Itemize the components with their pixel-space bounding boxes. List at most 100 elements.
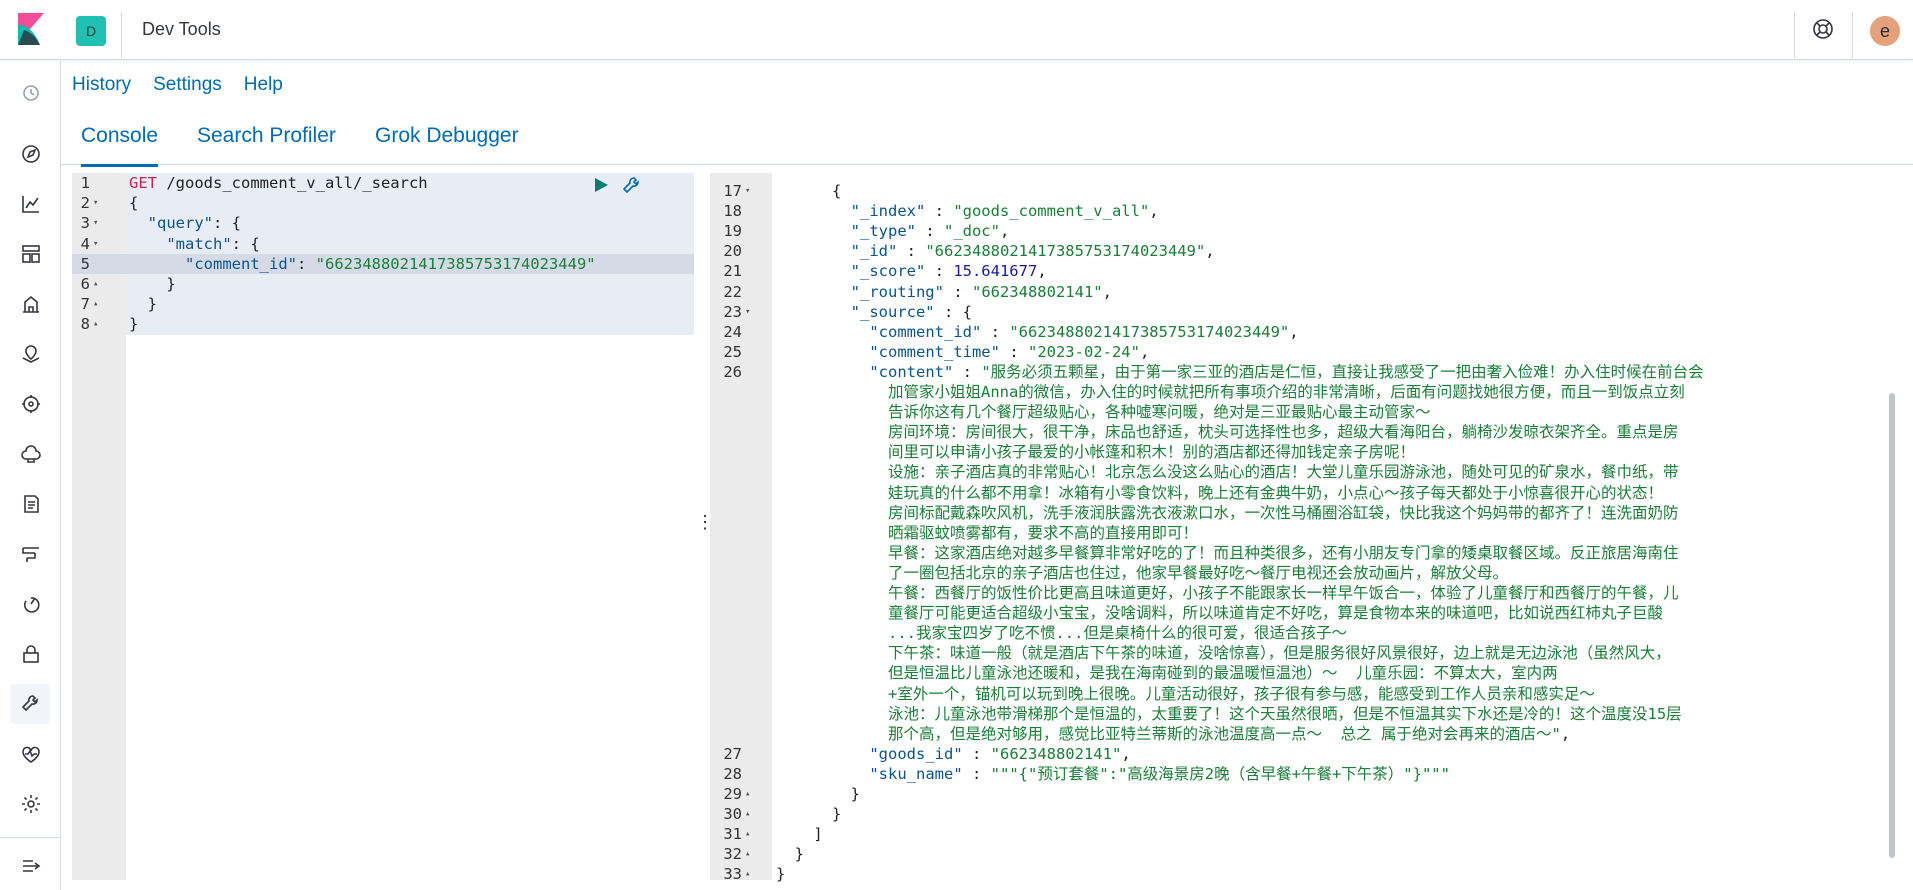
fold-toggle-icon[interactable]: ▾ bbox=[745, 186, 751, 196]
code-token: "_score" bbox=[850, 262, 926, 281]
code-token: , bbox=[1037, 262, 1047, 281]
devtools-icon[interactable] bbox=[10, 684, 50, 724]
fold-toggle-icon[interactable]: ▴ bbox=[745, 809, 751, 820]
fold-toggle-icon[interactable]: ▴ bbox=[745, 829, 751, 840]
logs-icon[interactable] bbox=[18, 491, 44, 517]
line-number: 5 bbox=[80, 254, 90, 273]
code-token: "comment_time" bbox=[869, 342, 1000, 361]
code-token: "6623488021417385753174023449" bbox=[925, 242, 1206, 261]
line-number: 22 bbox=[723, 282, 742, 301]
panel-resize-handle[interactable]: ⋮ bbox=[696, 512, 714, 532]
code-token: "662348802141" bbox=[971, 282, 1103, 301]
user-avatar[interactable]: e bbox=[1870, 16, 1900, 46]
menu-settings-link[interactable]: Settings bbox=[153, 74, 222, 95]
code-token: "_source" bbox=[850, 302, 935, 321]
code-text: } bbox=[776, 784, 860, 804]
code-token: : bbox=[925, 202, 954, 221]
compass-icon[interactable] bbox=[18, 141, 44, 167]
code-text: ] bbox=[776, 824, 822, 844]
canvas-icon[interactable] bbox=[18, 291, 44, 317]
code-token bbox=[776, 745, 869, 763]
fold-toggle-icon[interactable]: ▴ bbox=[745, 789, 751, 799]
tab-search-profiler[interactable]: Search Profiler bbox=[197, 124, 336, 147]
wrench-icon[interactable] bbox=[620, 175, 642, 197]
code-text: 童餐厅可能更适合超级小宝宝，没啥调料，所以味道肯定不好吃，算是食物本来的味道吧，… bbox=[776, 603, 1663, 623]
code-token: 房间环境：房间很大，很干净，床品也舒适，枕头可选择性也多，超级大看海阳台，躺椅沙… bbox=[776, 423, 1679, 442]
code-token: } bbox=[776, 805, 842, 824]
code-token: : bbox=[943, 282, 972, 301]
chart-icon[interactable] bbox=[18, 191, 44, 217]
code-token: 晒霜驱蚊喷雾都有，要求不高的直接用即可！ bbox=[776, 523, 1198, 542]
code-text: } bbox=[129, 274, 175, 294]
code-token bbox=[776, 765, 869, 783]
line-number: 7 bbox=[80, 295, 90, 314]
menu-history-link[interactable]: History bbox=[72, 74, 132, 95]
code-token: , bbox=[1149, 202, 1159, 221]
app-title: Dev Tools bbox=[142, 19, 221, 39]
siem-icon[interactable] bbox=[18, 641, 44, 667]
code-text: } bbox=[776, 864, 785, 884]
code-text: "_routing" : "662348802141", bbox=[776, 282, 1112, 302]
code-token: 间里可以申请小孩子最爱的小帐篷和积木！别的酒店都还得加钱定亲子房呢！ bbox=[776, 443, 1415, 462]
code-token: { bbox=[776, 182, 842, 200]
top-header: D Dev Tools e bbox=[0, 0, 1913, 60]
collapse-menu-icon[interactable] bbox=[18, 853, 44, 879]
code-token: : bbox=[296, 254, 316, 273]
code-token: "6623488021417385753174023449" bbox=[1009, 322, 1290, 341]
line-number: 30 bbox=[723, 805, 742, 824]
code-token: "_type" bbox=[850, 222, 916, 241]
help-icon[interactable] bbox=[1812, 18, 1834, 40]
fold-toggle-icon[interactable]: ▴ bbox=[93, 319, 99, 330]
monitoring-icon[interactable] bbox=[18, 741, 44, 767]
maps-icon[interactable] bbox=[18, 341, 44, 367]
code-text: 下午茶：味道一般（就是酒店下午茶的味道，没啥惊喜），但是服务很好风景很好，边上就… bbox=[776, 643, 1671, 663]
line-number: 33 bbox=[723, 865, 742, 884]
code-token: : { bbox=[213, 214, 241, 233]
clock-icon[interactable] bbox=[18, 80, 44, 106]
kibana-logo-icon[interactable] bbox=[18, 13, 44, 45]
code-text: 午餐：西餐厅的饭性价比更高且味道更好，小孩子不能跟家长一样早午饭合一，体验了儿童… bbox=[776, 583, 1679, 603]
tab-grok-debugger[interactable]: Grok Debugger bbox=[375, 124, 519, 147]
fold-toggle-icon[interactable]: ▾ bbox=[745, 306, 751, 317]
line-number: 31 bbox=[723, 825, 742, 844]
play-icon[interactable] bbox=[592, 176, 610, 194]
code-token: 了一圈包括北京的亲子酒店也住过，他家早餐最好吃～餐厅电视还会放动画片，解放父母。 bbox=[776, 563, 1508, 582]
space-avatar[interactable]: D bbox=[76, 16, 106, 46]
fold-toggle-icon[interactable]: ▴ bbox=[93, 299, 99, 310]
divider bbox=[1794, 12, 1795, 58]
fold-toggle-icon[interactable]: ▾ bbox=[93, 218, 99, 229]
code-text: 那个高，但是绝对够用，感觉比亚特兰蒂斯的泳池温度高一点～ 总之 属于绝对会再来的… bbox=[776, 724, 1570, 744]
code-text: 早餐：这家酒店绝对越多早餐算非常好吃的了！而且种类很多，还有小朋友专门拿的矮桌取… bbox=[776, 543, 1679, 563]
line-number: 18 bbox=[723, 202, 742, 221]
code-text: { bbox=[776, 181, 841, 201]
response-scrollbar[interactable] bbox=[1889, 393, 1895, 858]
fold-toggle-icon[interactable]: ▾ bbox=[93, 198, 99, 209]
apm-icon[interactable] bbox=[18, 541, 44, 567]
code-text: "query": { bbox=[129, 213, 241, 233]
divider bbox=[0, 837, 61, 838]
code-token: "sku_name" bbox=[869, 764, 963, 783]
code-token: "服务必须五颗星，由于第一家三亚的酒店是仁恒，直接让我感受了一把由奢入俭难！办入… bbox=[981, 362, 1704, 381]
code-token: "6623488021417385753174023449" bbox=[315, 254, 596, 273]
code-text: "comment_time" : "2023-02-24", bbox=[776, 342, 1149, 362]
code-token: "match" bbox=[166, 234, 232, 253]
menu-help-link[interactable]: Help bbox=[243, 74, 283, 95]
code-text: 告诉你这有几个餐厅超级贴心，各种嘘寒问暖，绝对是三亚最贴心最主动管家～ bbox=[776, 402, 1431, 422]
dashboard-icon[interactable] bbox=[18, 241, 44, 267]
code-token: 15.641677 bbox=[953, 262, 1038, 281]
infrastructure-icon[interactable] bbox=[18, 441, 44, 467]
code-text: ...我家宝四岁了吃不惯...但是桌椅什么的很可爱，很适合孩子～ bbox=[776, 623, 1347, 643]
fold-toggle-icon[interactable]: ▴ bbox=[93, 279, 99, 289]
fold-toggle-icon[interactable]: ▴ bbox=[745, 869, 751, 880]
fold-toggle-icon[interactable]: ▾ bbox=[93, 238, 99, 249]
code-text: 泳池：儿童泳池带滑梯那个是恒温的，太重要了！这个天虽然很晒，但是不恒温其实下水还… bbox=[776, 704, 1682, 724]
code-text: } bbox=[776, 844, 804, 864]
tab-console[interactable]: Console bbox=[81, 124, 159, 167]
ml-icon[interactable] bbox=[18, 391, 44, 417]
management-icon[interactable] bbox=[18, 791, 44, 817]
fold-toggle-icon[interactable]: ▴ bbox=[745, 849, 751, 860]
code-text: "comment_id" : "662348802141738575317402… bbox=[776, 322, 1298, 342]
uptime-icon[interactable] bbox=[18, 591, 44, 617]
code-token bbox=[776, 222, 851, 240]
